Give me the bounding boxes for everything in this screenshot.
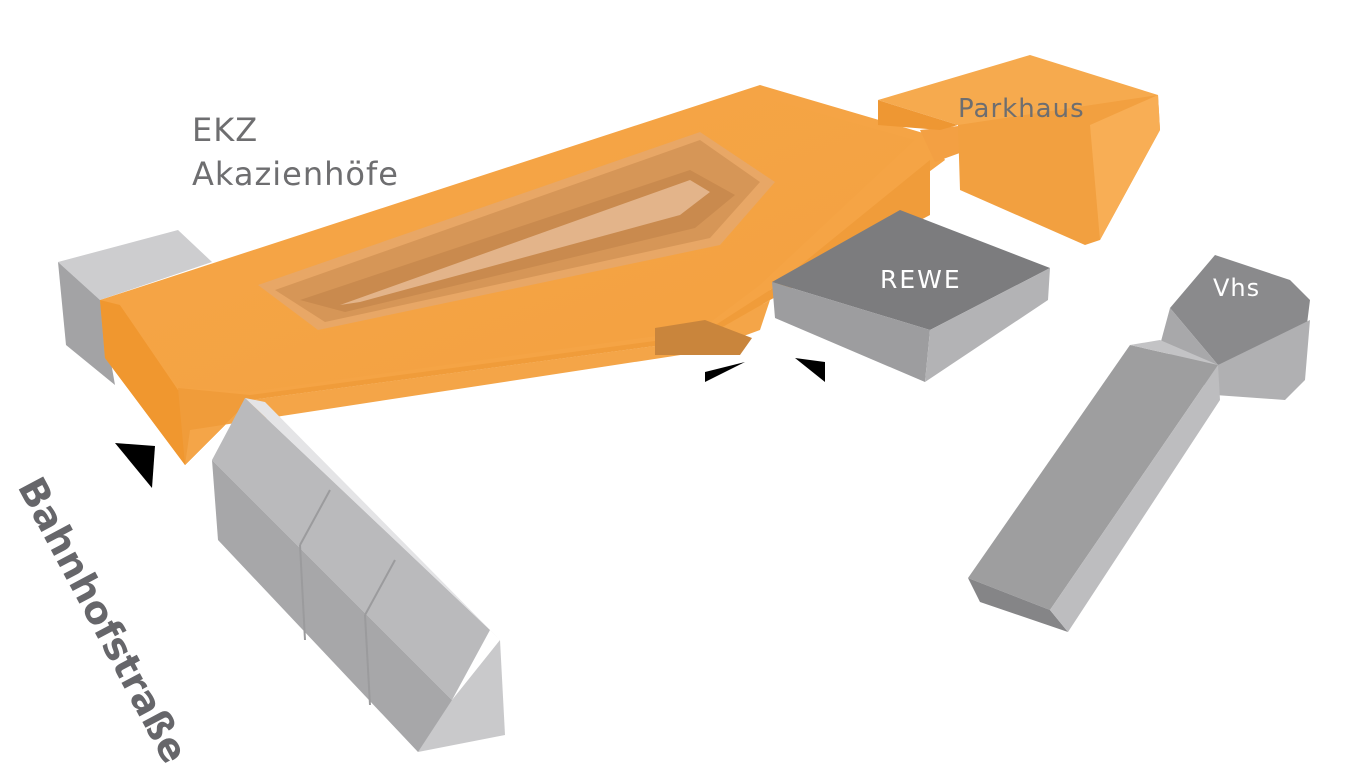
arrow-entrance-south-left — [705, 362, 745, 382]
label-ekz-line2: Akazienhöfe — [192, 155, 399, 193]
building-parkhaus — [878, 55, 1160, 245]
label-ekz-akazienhoefe: EKZ Akazienhöfe — [192, 108, 399, 196]
entrance-arrows — [115, 358, 825, 488]
bridge-connector — [920, 125, 968, 162]
label-ekz-line1: EKZ — [192, 111, 259, 149]
building-vhs — [968, 255, 1310, 632]
arrow-entrance-west — [115, 443, 155, 488]
arrow-entrance-south-right — [795, 358, 825, 382]
label-rewe: REWE — [880, 265, 962, 294]
building-left-block — [58, 230, 212, 385]
label-parkhaus: Parkhaus — [958, 94, 1085, 124]
building-row-front — [212, 398, 505, 752]
label-vhs: Vhs — [1213, 274, 1261, 302]
building-rewe — [772, 210, 1050, 382]
building-ekz-akazienhoefe — [100, 85, 945, 465]
